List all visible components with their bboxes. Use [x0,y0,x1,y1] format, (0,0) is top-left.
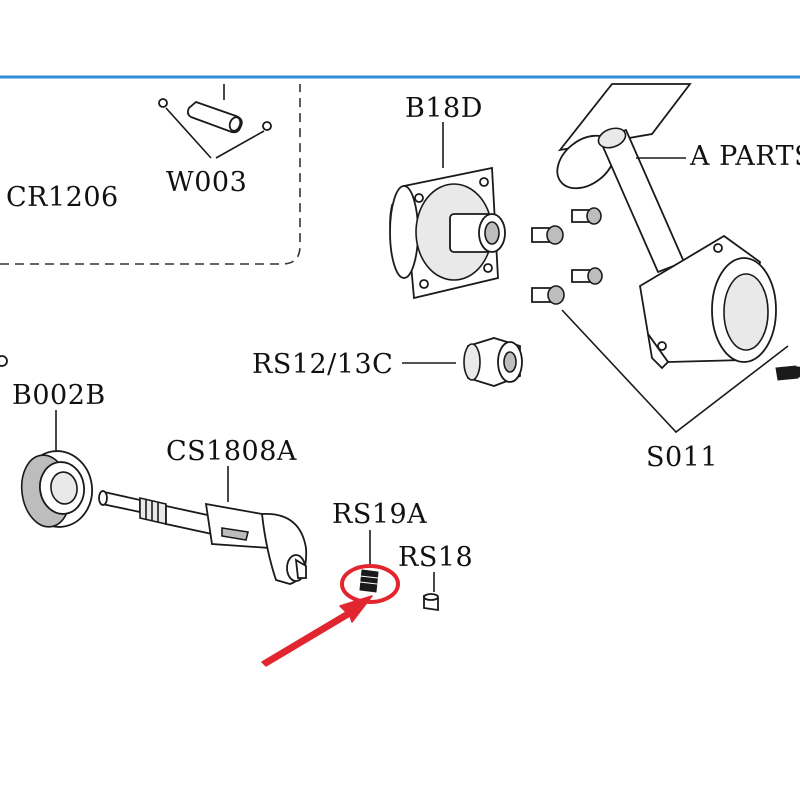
s011-screw-bottom-left [531,285,565,305]
dashed-group-box [0,84,301,265]
s011-screw-top-left [531,225,564,245]
rs18-pin-part [423,593,439,612]
rs12-13c-collet-part [463,337,523,387]
label-b002b: B002B [12,380,106,411]
w003-pin-part [158,84,272,159]
s011-screw-bottom-right [571,267,603,285]
rs19a-grub-screw-part [359,569,379,593]
side-screw-part [775,365,800,381]
label-s011: S011 [646,442,718,473]
s011-leader [561,309,789,434]
cs1808a-crankshaft-part [98,490,308,585]
b002b-bearing-part [20,450,93,528]
s011-screw-top-right [571,207,602,225]
label-cs1808a: CS1808A [166,436,297,467]
label-cr1206: CR1206 [6,182,119,213]
label-b18d: B18D [405,93,483,124]
edge-circle [0,355,8,367]
label-w003: W003 [166,167,247,198]
b18d-rear-housing-part [389,166,506,300]
a-parts-crankcase-part [556,83,777,370]
highlight-arrow [261,595,373,667]
label-rs19a: RS19A [332,499,427,530]
highlight-circle [340,564,400,604]
label-rs12-13c: RS12/13C [252,349,393,380]
label-rs18: RS18 [398,542,473,573]
